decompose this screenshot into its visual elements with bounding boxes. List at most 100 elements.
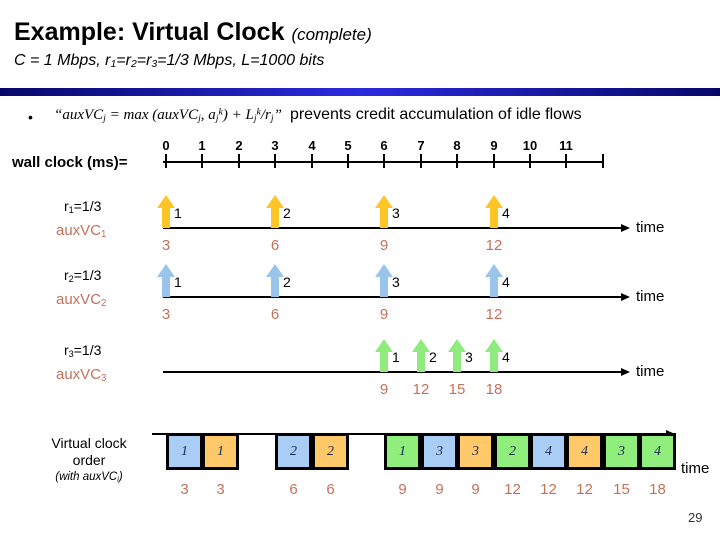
arrow-up-icon (485, 264, 503, 277)
packet-box: 1 (202, 433, 239, 470)
arrival-arrow (375, 195, 393, 228)
flow2-rate-label: r2=1/3 (64, 267, 102, 284)
bullet-text: prevents credit accumulation of idle flo… (289, 106, 582, 123)
arrow-shaft (162, 206, 170, 228)
timeline-tick (383, 154, 385, 168)
arrow-up-icon (412, 339, 430, 352)
flow3-time-axis-arrowhead-icon (621, 368, 630, 376)
arrow-up-icon (375, 264, 393, 277)
arrival-arrow (375, 264, 393, 297)
timeline-tick (165, 154, 167, 168)
wall-clock-label: wall clock (ms)= (12, 154, 128, 171)
flow2-time-label: time (636, 288, 665, 305)
timeline-tick-label: 5 (344, 138, 352, 153)
schedule-aux-vc-value: 9 (398, 481, 407, 498)
packet-number: 3 (465, 349, 473, 365)
packet-number: 1 (174, 274, 182, 290)
arrow-up-icon (266, 195, 284, 208)
schedule-aux-vc-value: 15 (613, 481, 630, 498)
packet-box: 4 (566, 433, 603, 470)
timeline-tick (238, 154, 240, 168)
arrow-shaft (380, 275, 388, 297)
packet-box: 3 (421, 433, 458, 470)
timeline-tick (565, 154, 567, 168)
divider-bar (0, 88, 720, 96)
flow3-auxvc-label: auxVC3 (56, 366, 107, 384)
arrow-up-icon (375, 195, 393, 208)
schedule-aux-vc-value: 6 (289, 481, 298, 498)
schedule-time-label: time (681, 460, 710, 477)
arrival-arrow (266, 264, 284, 297)
packet-box: 2 (494, 433, 531, 470)
arrow-up-icon (485, 195, 503, 208)
flow2-auxvc-label: auxVC2 (56, 291, 107, 309)
arrival-arrow (485, 339, 503, 372)
arrow-up-icon (266, 264, 284, 277)
aux-vc-value: 6 (270, 306, 280, 323)
schedule-label-line1: Virtual clock (51, 435, 127, 451)
page-title: Example: Virtual Clock (complete) (14, 18, 372, 47)
schedule-aux-vc-value: 3 (216, 481, 225, 498)
arrival-arrow (157, 195, 175, 228)
flow3-rate-label: r3=1/3 (64, 342, 102, 359)
arrow-shaft (380, 350, 388, 372)
arrow-shaft (271, 275, 279, 297)
aux-vc-value: 15 (448, 381, 466, 398)
timeline-tick-label: 0 (162, 138, 170, 153)
bullet-marker: • (28, 109, 33, 125)
schedule-section: Virtual clock order (with auxVCi) time 1… (0, 430, 720, 508)
timeline-tick (347, 154, 349, 168)
schedule-aux-vc-value: 9 (471, 481, 480, 498)
packet-number: 4 (502, 274, 510, 290)
schedule-label-note: (with auxVCi) (55, 470, 123, 484)
flow1-time-axis-arrowhead-icon (621, 224, 630, 232)
timeline-tick-label: 10 (522, 138, 538, 153)
subtitle: C = 1 Mbps, r1=r2=r3=1/3 Mbps, L=1000 bi… (14, 52, 325, 71)
schedule-aux-vc-value: 6 (326, 481, 335, 498)
timeline-tick (201, 154, 203, 168)
aux-vc-value: 12 (485, 237, 503, 254)
timeline-tick (456, 154, 458, 168)
flow1-rate-label: r1=1/3 (64, 198, 102, 215)
packet-number: 2 (283, 205, 291, 221)
timeline-tick (274, 154, 276, 168)
aux-vc-value: 12 (485, 306, 503, 323)
timeline-tick (311, 154, 313, 168)
packet-number: 3 (392, 274, 400, 290)
timeline-tick (420, 154, 422, 168)
aux-vc-value: 9 (379, 306, 389, 323)
arrow-up-icon (375, 339, 393, 352)
page-title-text: Example: Virtual Clock (14, 18, 285, 46)
arrow-shaft (380, 206, 388, 228)
schedule-aux-vc-value: 12 (576, 481, 593, 498)
timeline-tick-label: 3 (271, 138, 279, 153)
schedule-aux-vc-value: 12 (540, 481, 557, 498)
packet-box: 1 (384, 433, 421, 470)
packet-box: 1 (166, 433, 203, 470)
flow1-time-label: time (636, 219, 665, 236)
packet-number: 3 (392, 205, 400, 221)
timeline-tick-label: 9 (490, 138, 498, 153)
packet-number: 2 (429, 349, 437, 365)
auxvc-formula: “auxVCj = max (auxVCj, ajk) + Ljk/rj” (54, 106, 282, 124)
schedule-label: Virtual clock order (with auxVCi) (30, 435, 148, 484)
arrow-up-icon (448, 339, 466, 352)
arrow-up-icon (157, 195, 175, 208)
timeline-tick-label: 4 (308, 138, 316, 153)
flow2-time-axis-arrowhead-icon (621, 293, 630, 301)
timeline-tick (529, 154, 531, 168)
timeline-tick-label: 2 (235, 138, 243, 153)
timeline-tick (602, 154, 604, 168)
aux-vc-value: 6 (270, 237, 280, 254)
bullet-line: “auxVCj = max (auxVCj, ajk) + Ljk/rj” pre… (54, 106, 582, 124)
arrow-shaft (162, 275, 170, 297)
timeline-tick-label: 7 (417, 138, 425, 153)
arrow-shaft (490, 275, 498, 297)
aux-vc-value: 9 (379, 381, 389, 398)
arrow-up-icon (485, 339, 503, 352)
